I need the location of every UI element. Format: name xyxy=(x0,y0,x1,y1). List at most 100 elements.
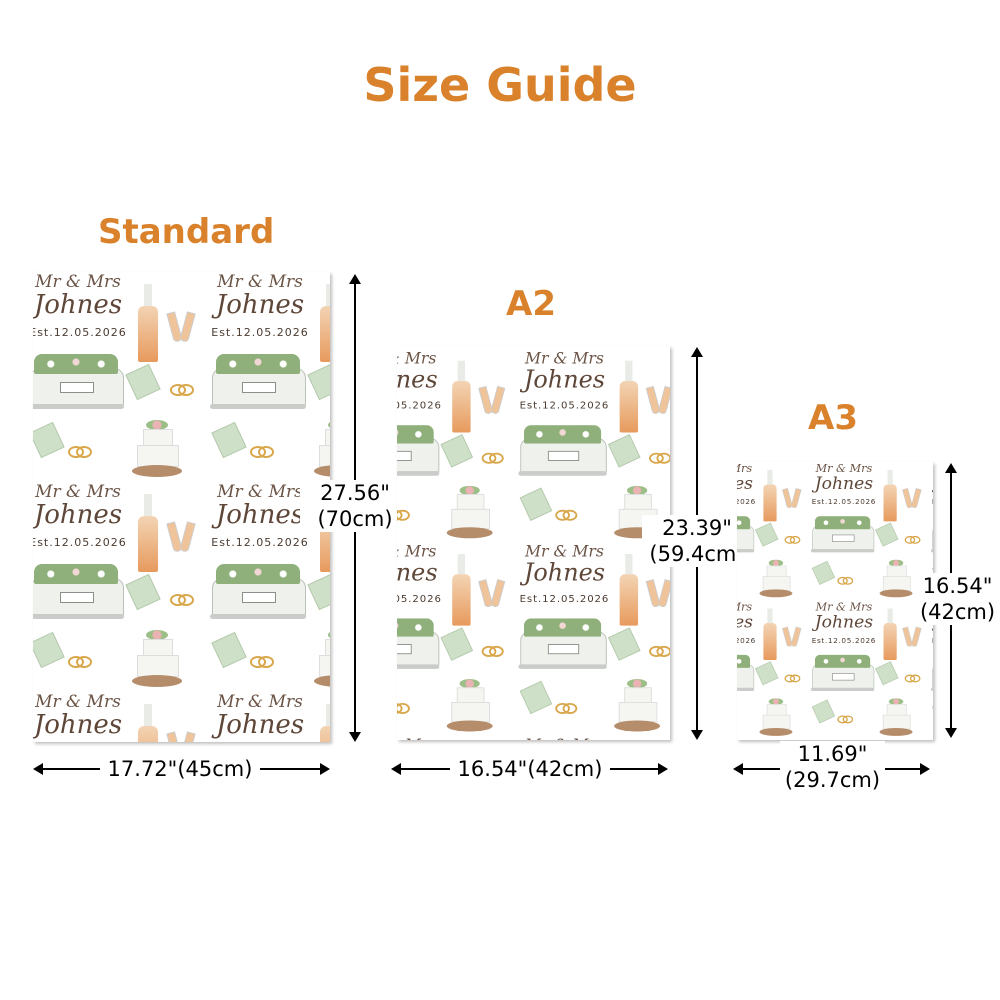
pattern-tile: Mr & Mrs Johnes Est.12.05.2026 xyxy=(810,462,931,599)
bottle-icon xyxy=(619,360,639,433)
car-icon xyxy=(931,511,933,553)
arrow-head-icon xyxy=(691,347,703,357)
pattern-tile: Mr & Mrs Johnes Est.12.05.2026 xyxy=(33,272,210,480)
car-icon xyxy=(737,649,755,692)
champagne-glasses-icon xyxy=(645,385,670,428)
wrapping-paper-a2: Mr & Mrs Johnes Est.12.05.2026 Mr & Mrs … xyxy=(397,346,670,740)
rings-icon xyxy=(250,656,274,668)
rings-icon xyxy=(250,446,274,458)
page-title: Size Guide xyxy=(363,58,637,112)
pattern-tile: Mr & Mrs Johnes Est.12.05.2026 xyxy=(210,272,330,480)
pattern-tile: Mr & Mrs Johnes Est.12.05.2026 xyxy=(210,480,330,690)
card-icon xyxy=(125,363,161,401)
car-icon xyxy=(397,418,440,477)
pattern-mr-mrs: Mr & Mrs xyxy=(811,739,877,740)
card-icon xyxy=(755,661,779,686)
pattern-mr-mrs: Mr & Mrs xyxy=(35,482,121,502)
cake-icon xyxy=(759,559,793,598)
pattern-mr-mrs: Mr & Mrs xyxy=(217,692,303,712)
car-icon xyxy=(210,556,306,620)
champagne-glasses-icon xyxy=(645,579,670,622)
pattern-surname: Johnes xyxy=(397,366,438,394)
arrow-head-icon xyxy=(945,728,957,738)
height-inches: 16.54" xyxy=(922,574,993,598)
pattern-tile: Mr & Mrs Johnes Est.12.05.2026 xyxy=(737,462,811,599)
pattern-date: Est.12.05.2026 xyxy=(211,326,309,339)
pattern-surname: Johnes xyxy=(397,559,438,588)
pattern-mr-mrs: Mr & Mrs xyxy=(815,462,873,476)
cake-icon xyxy=(879,559,913,598)
bottle-icon xyxy=(883,608,897,660)
rings-icon xyxy=(784,535,801,544)
car-icon xyxy=(210,346,306,410)
pattern-tile: Mr & Mrs Johnes Est.12.05.2026 xyxy=(210,690,330,742)
pattern-mr-mrs: Mr & Mrs xyxy=(518,736,610,740)
cake-icon xyxy=(314,420,330,478)
height-label-standard: 27.56"(70cm) xyxy=(300,480,410,532)
wrapping-paper-a3: Mr & Mrs Johnes Est.12.05.2026 Mr & Mrs … xyxy=(737,462,933,740)
champagne-glasses-icon xyxy=(478,579,506,622)
pattern-date: Est.12.05.2026 xyxy=(811,497,877,507)
pattern-surname: Johnes xyxy=(33,710,123,740)
width-inches: 11.69" xyxy=(797,742,868,766)
pattern-mr-mrs: Mr & Mrs xyxy=(931,739,933,740)
pattern-surname: Johnes xyxy=(737,612,753,633)
cake-icon xyxy=(759,698,793,736)
pattern-tile: Mr & Mrs Johnes Est.12.05.2026 xyxy=(33,690,210,742)
pattern-date: Est.12.05.2026 xyxy=(737,636,756,645)
pattern-date: Est.12.05.2026 xyxy=(397,399,442,412)
arrow-head-icon xyxy=(920,763,930,775)
car-icon xyxy=(33,346,124,410)
champagne-glasses-icon xyxy=(782,487,802,518)
bottle-icon xyxy=(452,360,471,433)
car-icon xyxy=(33,556,124,620)
pattern-date: Est.12.05.2026 xyxy=(931,498,933,507)
card-icon xyxy=(607,627,641,661)
bottle-icon xyxy=(138,284,158,362)
wrapping-paper-standard: Mr & Mrs Johnes Est.12.05.2026 Mr & Mrs … xyxy=(33,272,330,742)
pattern-surname: Johnes xyxy=(523,559,606,588)
size-label-a2: A2 xyxy=(506,284,556,324)
champagne-glasses-icon xyxy=(478,385,506,428)
pattern-date: Est.12.05.2026 xyxy=(397,592,442,605)
car-icon xyxy=(737,511,755,553)
rings-icon xyxy=(481,645,504,657)
rings-icon xyxy=(904,674,921,683)
card-icon xyxy=(307,573,330,611)
pattern-surname: Johnes xyxy=(33,500,123,530)
cake-icon xyxy=(879,698,913,736)
pattern-mr-mrs: Mr & Mrs xyxy=(737,462,753,476)
cake-icon xyxy=(446,485,493,539)
rings-icon xyxy=(170,594,194,606)
bottle-icon xyxy=(763,608,777,660)
card-icon xyxy=(211,421,247,459)
arrow-head-icon xyxy=(691,730,703,740)
pattern-mr-mrs: Mr & Mrs xyxy=(815,600,873,614)
pattern-surname: Johnes xyxy=(924,474,933,494)
pattern-tile: Mr & Mrs Johnes Est.12.05.2026 xyxy=(811,738,931,740)
pattern-mr-mrs: Mr & Mrs xyxy=(397,349,437,369)
rings-icon xyxy=(481,452,504,464)
rings-icon xyxy=(68,446,92,458)
bottle-icon xyxy=(452,553,471,626)
bottle-icon xyxy=(320,704,330,742)
card-icon xyxy=(33,631,65,669)
pattern-mr-mrs: Mr & Mrs xyxy=(35,692,121,712)
pattern-tile: Mr & Mrs Johnes Est.12.05.2026 xyxy=(518,348,670,541)
pattern-tile: Mr & Mrs Johnes Est.12.05.2026 xyxy=(397,541,518,734)
card-icon xyxy=(440,434,474,468)
pattern-tile: Mr & Mrs Johnes Est.12.05.2026 xyxy=(737,738,811,740)
card-icon xyxy=(607,434,641,468)
arrow-head-icon xyxy=(349,274,361,284)
arrow-head-icon xyxy=(349,732,361,742)
card-icon xyxy=(125,573,161,611)
card-icon xyxy=(440,627,474,661)
pattern-tile: Mr & Mrs Johnes Est.12.05.2026 xyxy=(810,599,931,738)
cake-icon xyxy=(132,420,182,478)
width-label-a2: 16.54"(42cm) xyxy=(450,756,610,782)
champagne-glasses-icon xyxy=(782,626,802,657)
champagne-glasses-icon xyxy=(902,626,922,657)
pattern-mr-mrs: Mr & Mrs xyxy=(397,542,437,562)
card-icon xyxy=(875,661,899,686)
champagne-glasses-icon xyxy=(166,311,196,358)
